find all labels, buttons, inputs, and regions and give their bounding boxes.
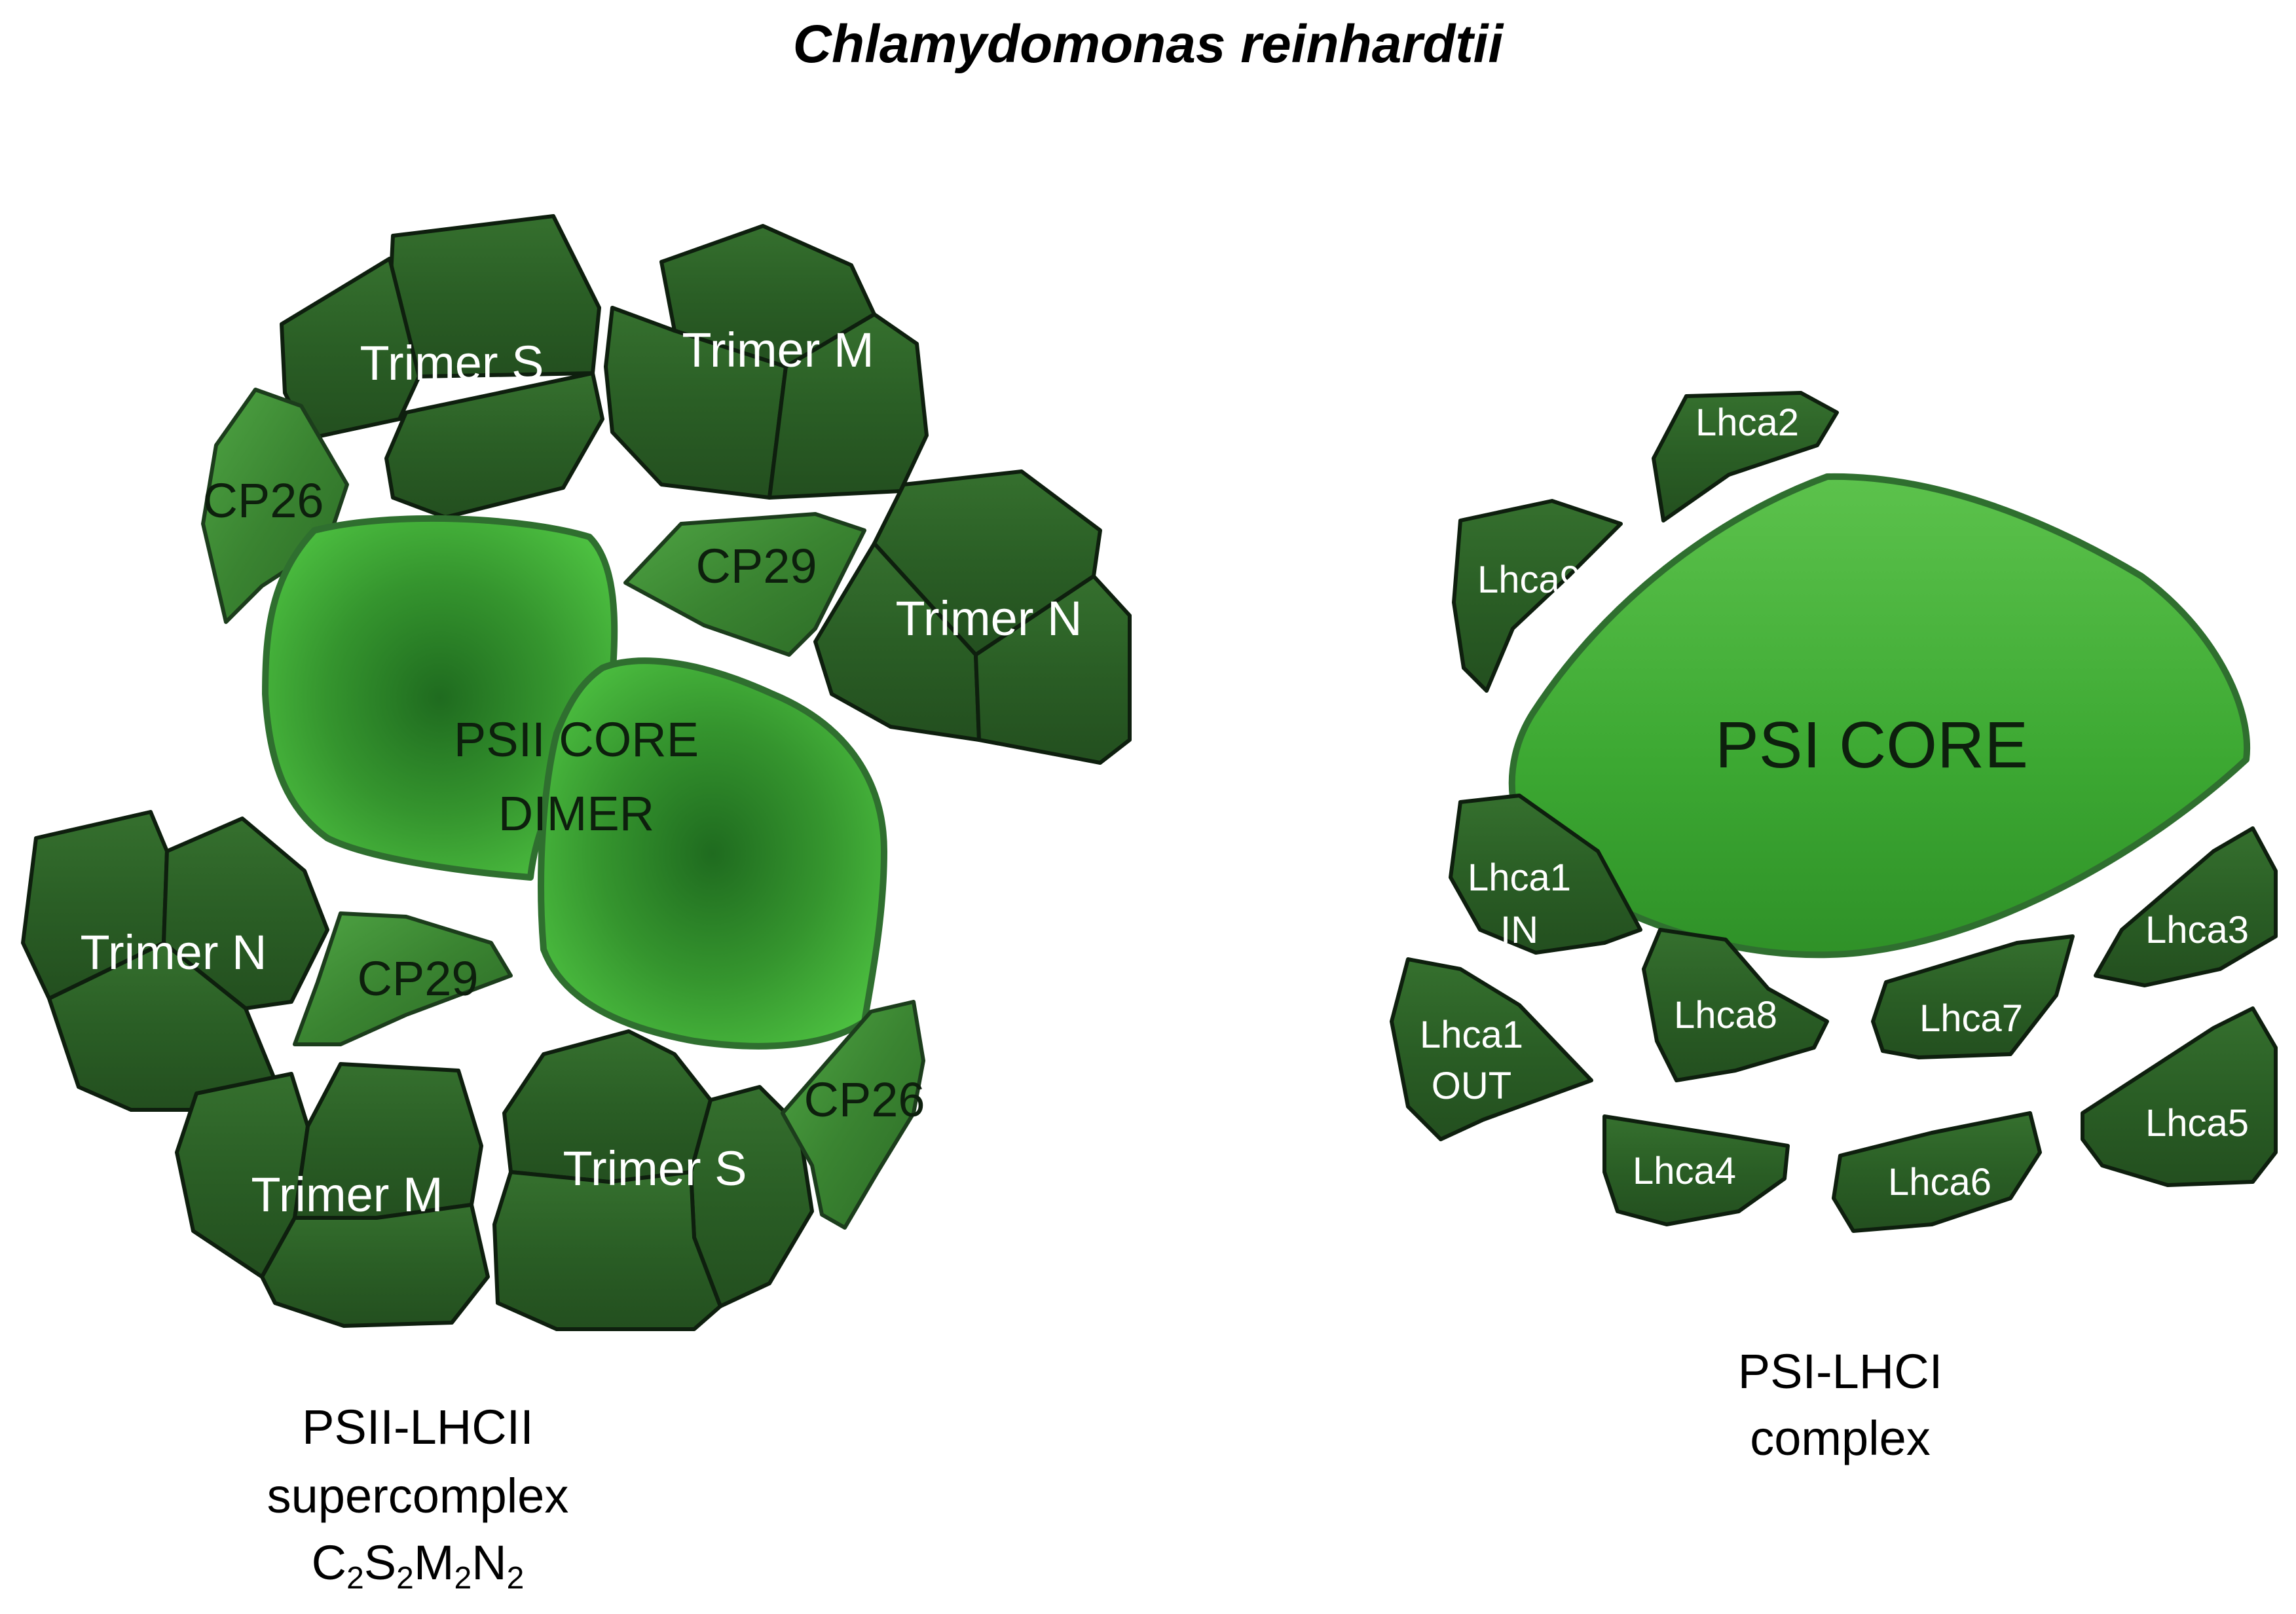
trimer-s-bottom-label: Trimer S xyxy=(563,1141,747,1196)
psii-caption: PSII-LHCII supercomplex C2S2M2N2 xyxy=(267,1400,569,1596)
figure-title: Chlamydomonas reinhardtii xyxy=(793,14,1505,74)
lhca9: Lhca9 xyxy=(1452,499,1623,693)
lhca6: Lhca6 xyxy=(1832,1111,2042,1233)
cp26-bottom: CP26 xyxy=(781,1000,925,1230)
lhca1-in-label-line1: Lhca1 xyxy=(1468,856,1571,899)
lhca7: Lhca7 xyxy=(1871,934,2075,1059)
lhca5-label: Lhca5 xyxy=(2145,1102,2249,1145)
trimer-m-bottom-label: Trimer M xyxy=(251,1167,443,1222)
trimer-n-right-label: Trimer N xyxy=(896,591,1083,646)
lhca6-label: Lhca6 xyxy=(1888,1161,1991,1203)
psi-core-label: PSI CORE xyxy=(1715,708,2028,782)
trimer-m-bottom: Trimer M xyxy=(175,1062,490,1328)
psi-caption-line1: PSI-LHCI xyxy=(1738,1344,1943,1399)
trimer-s-top-label: Trimer S xyxy=(360,336,544,390)
psi-caption: PSI-LHCI complex xyxy=(1738,1344,1943,1465)
lhca4: Lhca4 xyxy=(1602,1114,1790,1226)
lhca4-label: Lhca4 xyxy=(1633,1150,1736,1192)
psii-caption-line1: PSII-LHCII xyxy=(302,1400,534,1454)
psii-caption-formula: C2S2M2N2 xyxy=(312,1535,525,1596)
psii-core-label-line2: DIMER xyxy=(498,786,654,841)
lhca3: Lhca3 xyxy=(2094,826,2278,987)
lhca7-label: Lhca7 xyxy=(1919,997,2023,1040)
trimer-m-top: Trimer M xyxy=(604,224,929,500)
lhca3-label: Lhca3 xyxy=(2145,909,2249,951)
lhca8-label: Lhca8 xyxy=(1674,994,1777,1036)
psii-core-dimer: PSII CORE DIMER xyxy=(262,515,887,1050)
lhca1-out-label-line1: Lhca1 xyxy=(1420,1014,1523,1056)
psi-core: PSI CORE xyxy=(1508,473,2250,959)
lhca5: Lhca5 xyxy=(2081,1006,2278,1187)
lhca1-out: Lhca1 OUT xyxy=(1390,957,1593,1141)
trimer-m-top-label: Trimer M xyxy=(682,323,874,377)
cp29-top-label: CP29 xyxy=(695,539,817,593)
psii-caption-line2: supercomplex xyxy=(267,1469,569,1523)
psi-complex: PSI CORE Lhca2 Lhca9 Lhca1 IN Lhca1 OUT … xyxy=(1390,391,2278,1465)
trimer-s-top: Trimer S xyxy=(280,214,604,519)
psii-supercomplex: Trimer S Trimer M CP26 CP29 Trimer N xyxy=(21,214,1132,1596)
trimer-s-bottom: Trimer S xyxy=(492,1029,814,1331)
lhca1-out-label-line2: OUT xyxy=(1432,1065,1511,1107)
cp29-bottom-label: CP29 xyxy=(357,951,478,1006)
trimer-n-right: Trimer N xyxy=(813,469,1132,765)
lhca8: Lhca8 xyxy=(1642,928,1829,1082)
cp29-top: CP29 xyxy=(623,512,866,657)
lhca9-label: Lhca9 xyxy=(1477,559,1581,601)
lhca2-label: Lhca2 xyxy=(1695,401,1799,444)
cp29-bottom: CP29 xyxy=(293,911,513,1046)
psi-caption-line2: complex xyxy=(1750,1411,1931,1465)
lhca2: Lhca2 xyxy=(1652,391,1839,523)
cp26-bottom-label: CP26 xyxy=(804,1073,925,1127)
trimer-n-left-label: Trimer N xyxy=(81,925,267,980)
cp26-top-label: CP26 xyxy=(202,473,324,528)
trimer-n-left: Trimer N xyxy=(21,810,329,1112)
cp26-top: CP26 xyxy=(201,388,349,624)
lhca1-in-label-line2: IN xyxy=(1500,909,1538,951)
psii-core-label-line1: PSII CORE xyxy=(454,712,699,767)
lhca1-in: Lhca1 IN xyxy=(1449,794,1642,955)
